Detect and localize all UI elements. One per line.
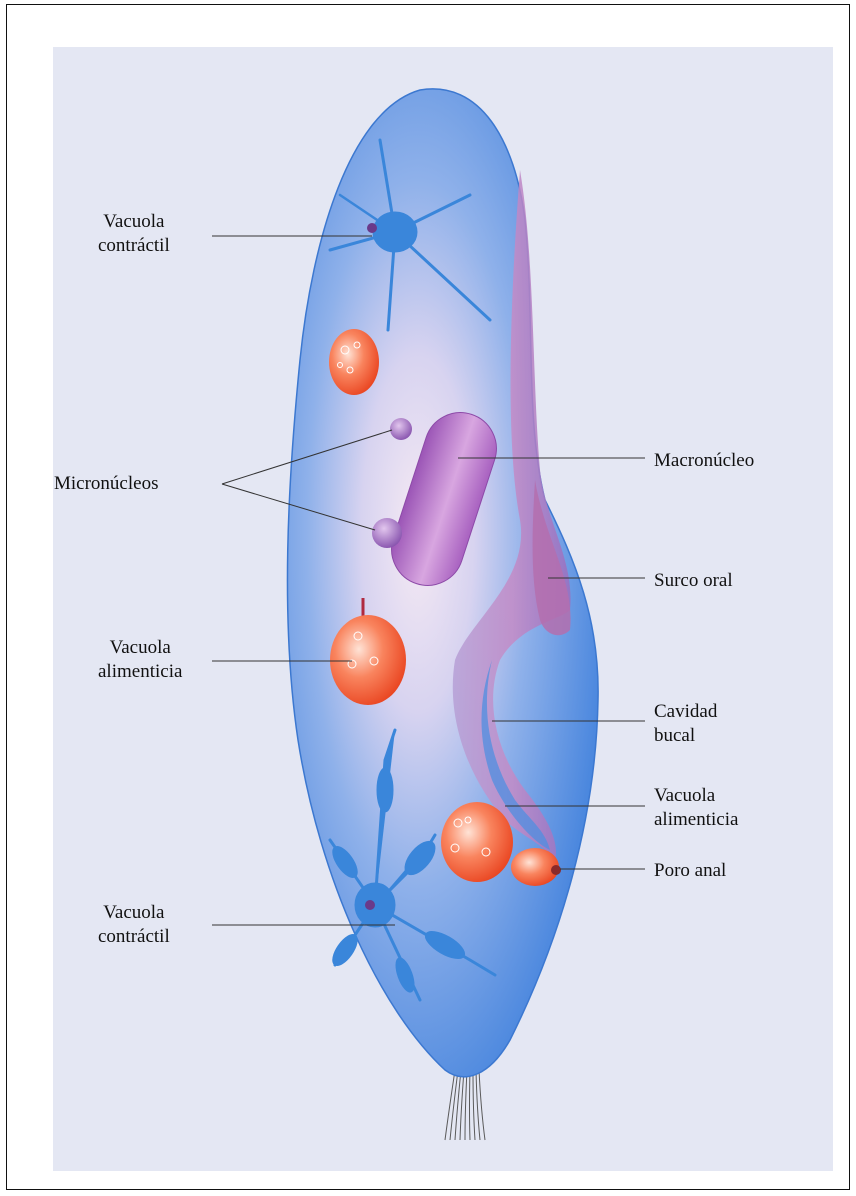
micronucleus-upper bbox=[390, 418, 412, 440]
caudal-cilium bbox=[470, 1070, 471, 1140]
label-cavidad-bucal: Cavidad bucal bbox=[654, 700, 717, 748]
label-vacuola-alimenticia-left: Vacuola alimenticia bbox=[98, 636, 182, 684]
caudal-cilium bbox=[473, 1070, 475, 1140]
label-vacuola-contractil-top: Vacuola contráctil bbox=[98, 210, 170, 258]
caudal-cilium bbox=[479, 1070, 485, 1140]
label-line: bucal bbox=[654, 724, 717, 748]
label-micronucleos: Micronúcleos bbox=[54, 472, 158, 496]
label-vacuola-alimenticia-right: Vacuola alimenticia bbox=[654, 784, 738, 832]
label-line: contráctil bbox=[98, 234, 170, 258]
label-line: Vacuola bbox=[98, 210, 170, 234]
label-macronucleo: Macronúcleo bbox=[654, 449, 754, 473]
food-vacuole-bottom bbox=[441, 802, 513, 882]
label-vacuola-contractil-bottom: Vacuola contráctil bbox=[98, 901, 170, 949]
caudal-cilium bbox=[460, 1070, 464, 1140]
label-poro-anal: Poro anal bbox=[654, 859, 726, 883]
label-line: contráctil bbox=[98, 925, 170, 949]
label-line: alimenticia bbox=[654, 808, 738, 832]
label-surco-oral: Surco oral bbox=[654, 569, 733, 593]
caudal-cilium bbox=[450, 1070, 458, 1140]
label-line: Vacuola bbox=[654, 784, 738, 808]
food-vacuole-top bbox=[329, 329, 379, 395]
label-line: Vacuola bbox=[98, 636, 182, 660]
label-line: Cavidad bbox=[654, 700, 717, 724]
label-line: alimenticia bbox=[98, 660, 182, 684]
caudal-cilium bbox=[465, 1070, 467, 1140]
micronucleus-lower bbox=[372, 518, 402, 548]
label-line: Vacuola bbox=[98, 901, 170, 925]
